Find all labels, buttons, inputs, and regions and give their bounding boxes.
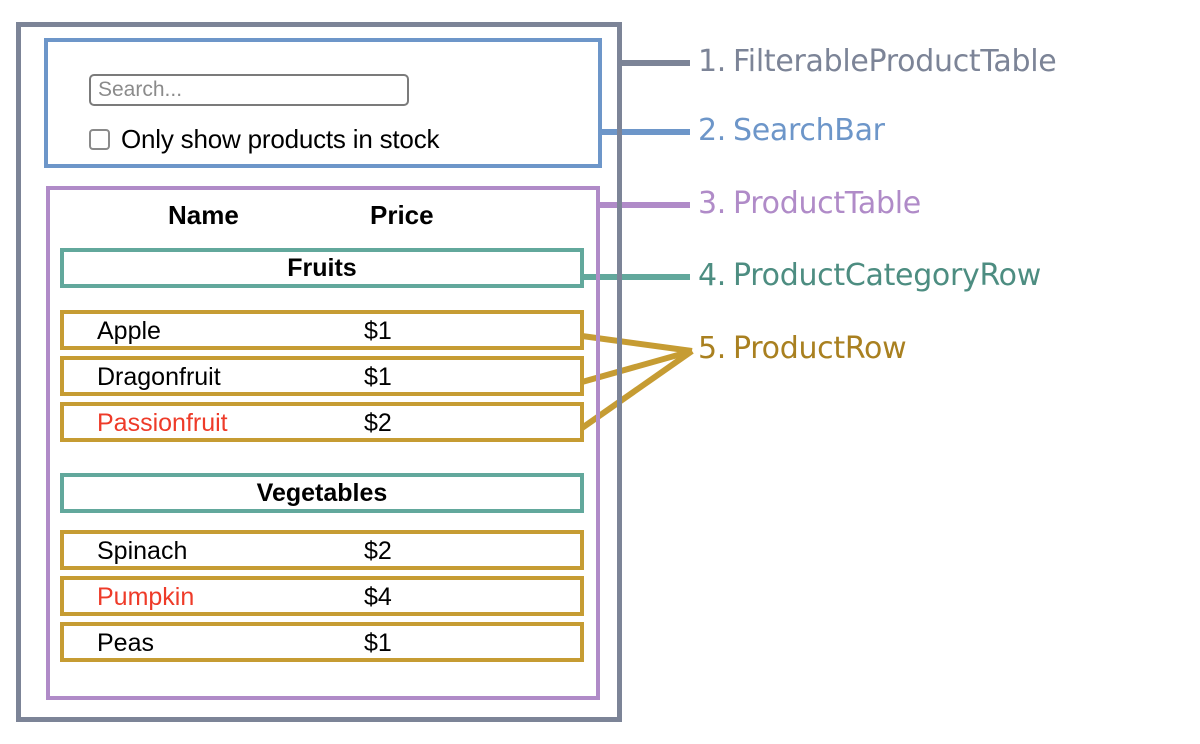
filterable-product-table-container [16,22,622,722]
product-price: $1 [364,317,392,345]
product-category-row: Vegetables [60,473,584,513]
product-row: Passionfruit $2 [60,402,584,442]
legend-label: ProductCategoryRow [733,258,1041,293]
product-category-label: Vegetables [256,478,388,507]
product-name: Passionfruit [97,409,228,437]
product-table-container [46,186,600,700]
search-bar-container [44,38,602,168]
legend-label: SearchBar [733,113,885,148]
product-name: Dragonfruit [97,363,221,391]
legend-item-product-row: 5.ProductRow [698,331,907,366]
product-name: Pumpkin [97,583,195,611]
product-price: $1 [364,629,392,657]
product-row: Spinach $2 [60,530,584,570]
product-row: Peas $1 [60,622,584,662]
in-stock-checkbox[interactable] [89,129,110,150]
legend-label: FilterableProductTable [733,44,1057,79]
product-price: $1 [364,363,392,391]
product-name: Peas [97,629,154,657]
legend-item-product-category-row: 4.ProductCategoryRow [698,258,1041,293]
in-stock-filter-row[interactable]: Only show products in stock [89,124,439,155]
legend-number: 4. [698,258,727,293]
legend-item-search-bar: 2.SearchBar [698,113,885,148]
column-header-name: Name [168,200,239,230]
product-name: Spinach [97,537,188,565]
column-header-price: Price [370,200,434,230]
search-input[interactable] [89,74,409,106]
legend-number: 2. [698,113,727,148]
legend-number: 3. [698,186,727,221]
product-row: Pumpkin $4 [60,576,584,616]
in-stock-checkbox-label: Only show products in stock [121,124,440,154]
product-table-header-row: Name Price [60,196,584,238]
legend-number: 1. [698,44,727,79]
legend-number: 5. [698,331,727,366]
product-row: Apple $1 [60,310,584,350]
legend-item-filterable-product-table: 1.FilterableProductTable [698,44,1057,79]
product-price: $2 [364,537,392,565]
product-name: Apple [97,317,161,345]
legend-item-product-table: 3.ProductTable [698,186,921,221]
product-category-label: Fruits [287,253,357,282]
legend-label: ProductRow [733,331,907,366]
product-price: $4 [364,583,392,611]
product-price: $2 [364,409,392,437]
legend-label: ProductTable [733,186,921,221]
product-row: Dragonfruit $1 [60,356,584,396]
product-category-row: Fruits [60,248,584,288]
